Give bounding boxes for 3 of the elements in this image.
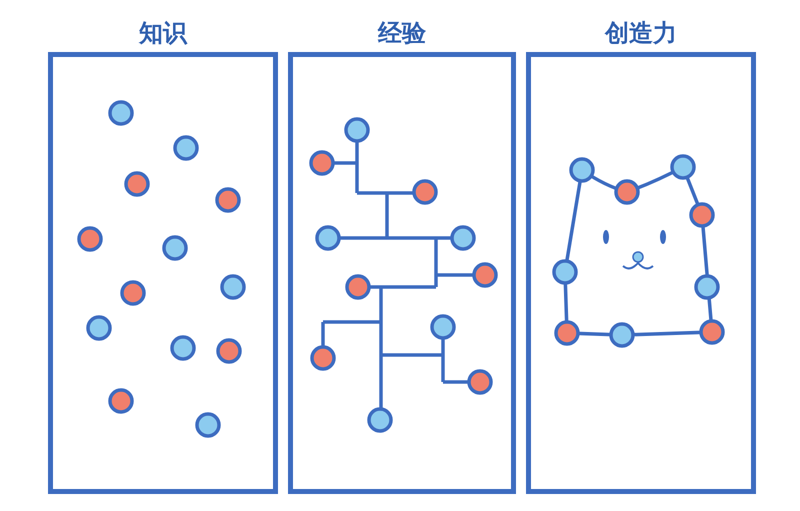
panel-heading: 经验 bbox=[378, 18, 426, 49]
panel-heading: 创造力 bbox=[605, 18, 677, 49]
panel-heading: 知识 bbox=[139, 18, 187, 49]
